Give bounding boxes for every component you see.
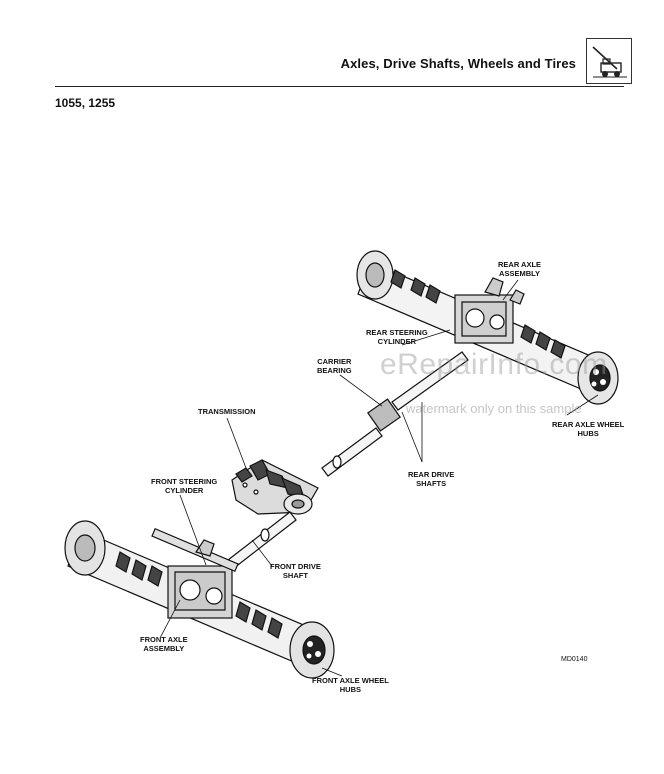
forklift-icon [586, 38, 632, 84]
leader-lines [159, 279, 599, 677]
label-rear-axle-assembly: REAR AXLE ASSEMBLY [498, 260, 542, 278]
front-drive-shaft [227, 511, 297, 569]
header-divider [55, 86, 624, 87]
label-front-axle-wheel-hubs: FRONT AXLE WHEEL HUBS [312, 676, 389, 694]
label-rear-axle-wheel-hubs: REAR AXLE WHEEL HUBS [552, 420, 625, 438]
front-axle-assembly [64, 520, 335, 679]
figure-code: MD0140 [561, 656, 588, 663]
rear-axle-assembly [356, 250, 619, 405]
section-title: Axles, Drive Shafts, Wheels and Tires [340, 56, 576, 71]
label-transmission: TRANSMISSION [198, 407, 256, 416]
watermark-note: watermark only on this sample [406, 401, 582, 416]
transmission [231, 459, 319, 515]
label-rear-drive-shafts: REAR DRIVE SHAFTS [408, 470, 455, 488]
rear-drive-shafts [321, 351, 469, 477]
label-front-steering-cylinder: FRONT STEERING CYLINDER [151, 477, 218, 495]
model-number: 1055, 1255 [55, 96, 116, 110]
label-front-drive-shaft: FRONT DRIVE SHAFT [270, 562, 321, 580]
label-front-axle-assembly: FRONT AXLE ASSEMBLY [140, 635, 188, 653]
label-rear-steering-cylinder: REAR STEERING CYLINDER [366, 328, 428, 346]
label-carrier-bearing: CARRIER BEARING [317, 357, 352, 375]
watermark-site: eRepairInfo.com [380, 348, 608, 381]
